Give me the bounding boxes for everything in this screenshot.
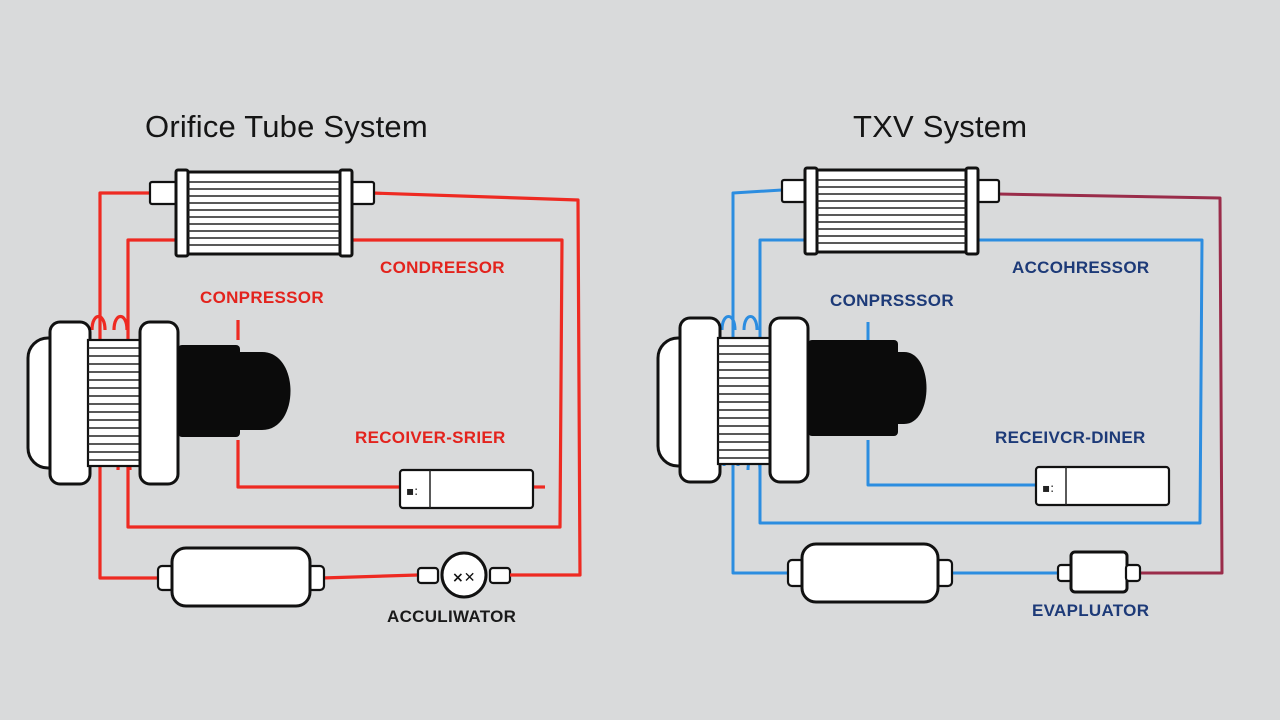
right-title: TXV System — [853, 109, 1027, 144]
right-condenser — [780, 166, 1001, 256]
right-line-receiver — [866, 440, 1036, 487]
right-expansion-valve — [1056, 550, 1142, 594]
left-condenser-label: CONDREESOR — [380, 258, 505, 277]
txv-diagram: TXV System — [656, 109, 1224, 620]
right-evaporator-label: EVAPLUATOR — [1032, 601, 1149, 620]
left-receiver-drier: ▪: — [398, 468, 535, 510]
left-title: Orifice Tube System — [145, 109, 428, 144]
svg-text:▪:: ▪: — [406, 484, 418, 498]
left-compressor-label: CONPRESSOR — [200, 288, 324, 307]
right-refrigerant-lines — [720, 188, 1224, 575]
left-receiver-label: RECOIVER-SRIER — [355, 428, 506, 447]
left-line-inner-loop — [126, 238, 564, 529]
right-coil-loops — [720, 315, 762, 471]
left-orifice-valve: ×✕ — [416, 551, 528, 599]
svg-text:▪:: ▪: — [1042, 481, 1054, 495]
left-accumulator — [156, 546, 326, 608]
left-condenser — [148, 168, 376, 258]
right-line-return — [997, 192, 1224, 575]
right-receiver-label: RECEIVCR-DINER — [995, 428, 1146, 447]
left-accumulator-label: ACCULIWATOR — [387, 607, 516, 626]
right-compressor-label: CONPRSSSOR — [830, 291, 954, 310]
right-canister — [786, 542, 954, 604]
left-line-outer-right — [371, 191, 582, 577]
left-compressor — [26, 320, 291, 486]
left-line-accumulator — [321, 573, 419, 580]
right-compressor — [656, 316, 927, 484]
right-receiver-drier: ▪: — [1034, 465, 1171, 507]
svg-text:×✕: ×✕ — [452, 570, 475, 586]
left-line-receiver — [236, 440, 400, 489]
orifice-tube-diagram: Orifice Tube System — [26, 109, 582, 626]
right-condenser-label: ACCOHRESSOR — [1012, 258, 1149, 277]
right-line-inner-loop — [758, 238, 1204, 525]
left-coil-loops — [90, 314, 132, 471]
